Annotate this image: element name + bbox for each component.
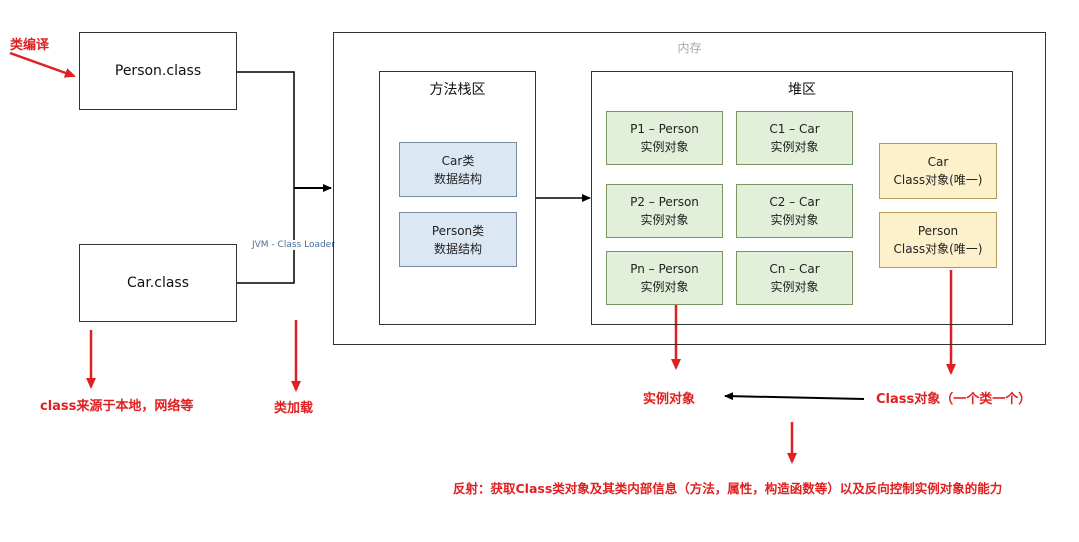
car-class-file: Car.class [79, 244, 237, 322]
method-item-car: Car类 数据结构 [399, 142, 517, 197]
car-instance-n-type: 实例对象 [770, 280, 819, 294]
compile-arrow [9, 51, 76, 78]
car-instance-2-type: 实例对象 [770, 213, 819, 227]
car-instance-1: C1 – Car 实例对象 [736, 111, 853, 165]
car-class-label: Car.class [126, 275, 190, 291]
person-instance-1: P1 – Person 实例对象 [606, 111, 723, 165]
method-item-person-line1: Person类 [431, 223, 485, 238]
compile-label: 类编译 [10, 38, 50, 53]
person-class-object-name: Person [917, 224, 959, 238]
memory-region: 内存 [333, 32, 1046, 345]
class-to-instance-arrow [724, 392, 865, 401]
heap-title: 堆区 [788, 82, 816, 98]
load-label: 类加载 [274, 401, 314, 416]
car-class-object-name: Car [927, 155, 949, 169]
jvm-class-loader-label: JVM - Class Loader [252, 240, 335, 250]
person-class-object: Person Class对象(唯一) [879, 212, 997, 268]
person-instance-2: P2 – Person 实例对象 [606, 184, 723, 238]
person-class-connector [237, 71, 295, 188]
memory-title: 内存 [677, 41, 702, 55]
person-instance-2-type: 实例对象 [640, 213, 689, 227]
method-area-region: 方法栈区 [379, 71, 536, 325]
person-instance-n-type: 实例对象 [640, 280, 689, 294]
person-instance-1-type: 实例对象 [640, 140, 689, 154]
car-instance-2-name: C2 – Car [769, 195, 820, 209]
person-class-object-type: Class对象(唯一) [893, 242, 983, 256]
instance-result-label: 实例对象 [643, 392, 696, 407]
reflection-label: 反射：获取Class类对象及其类内部信息（方法，属性，构造函数等）以及反向控制实… [453, 481, 1003, 496]
person-instance-n-name: Pn – Person [630, 262, 699, 276]
car-class-object: Car Class对象(唯一) [879, 143, 997, 199]
car-instance-n-name: Cn – Car [769, 262, 820, 276]
source-label: class来源于本地，网络等 [40, 399, 194, 414]
heap-region: 堆区 [591, 71, 1013, 325]
car-class-object-type: Class对象(唯一) [893, 173, 983, 187]
method-item-person: Person类 数据结构 [399, 212, 517, 267]
method-item-car-line1: Car类 [441, 153, 475, 168]
car-instance-n: Cn – Car 实例对象 [736, 251, 853, 305]
class-result-label: Class对象（一个类一个） [876, 392, 1032, 407]
person-class-label: Person.class [114, 63, 202, 79]
method-item-person-line2: 数据结构 [433, 241, 482, 256]
person-instance-2-name: P2 – Person [630, 195, 699, 209]
car-instance-1-name: C1 – Car [769, 122, 820, 136]
person-class-file: Person.class [79, 32, 237, 110]
person-instance-n: Pn – Person 实例对象 [606, 251, 723, 305]
car-class-connector [237, 188, 295, 284]
method-area-title: 方法栈区 [429, 82, 486, 98]
car-instance-2: C2 – Car 实例对象 [736, 184, 853, 238]
person-instance-1-name: P1 – Person [630, 122, 699, 136]
method-item-car-line2: 数据结构 [433, 171, 482, 186]
car-instance-1-type: 实例对象 [770, 140, 819, 154]
